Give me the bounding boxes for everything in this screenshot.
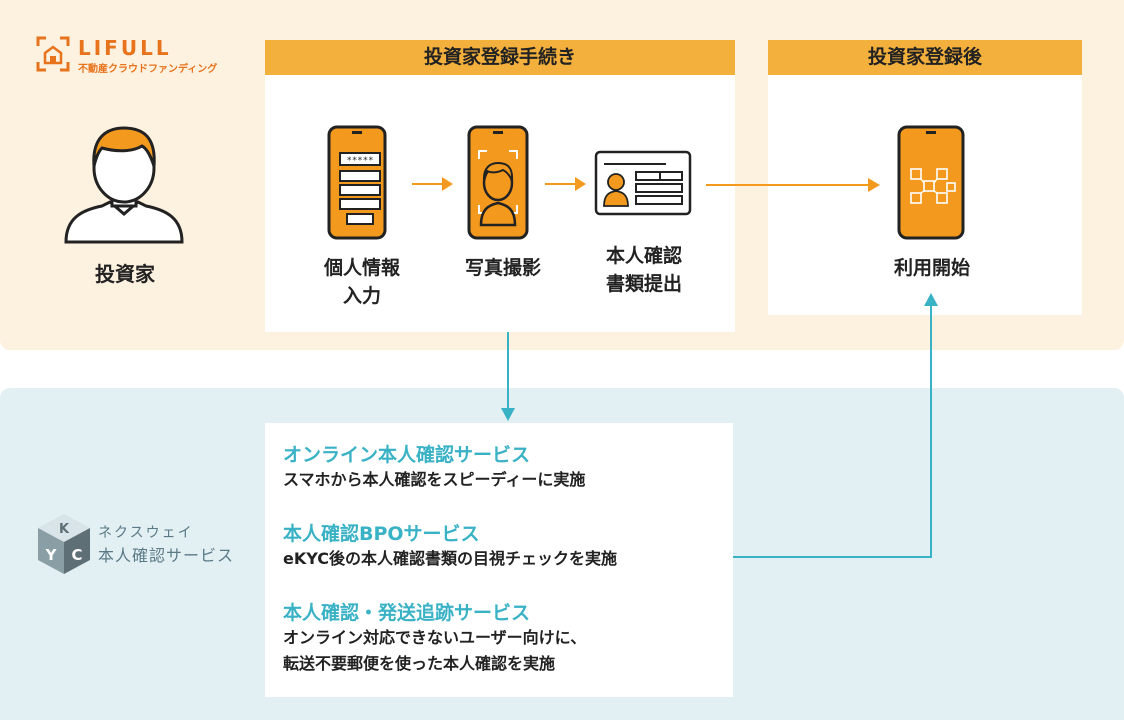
step-personal-info-label: 個人情報 入力 <box>292 254 432 310</box>
after-registration-header: 投資家登録後 <box>768 40 1082 75</box>
arrow-right-icon <box>545 177 586 191</box>
phone-blocks-icon <box>897 125 965 240</box>
investor-person-icon <box>64 126 184 244</box>
cube-letter-k: K <box>59 522 70 537</box>
service-description: 転送不要郵便を使った本人確認を実施 <box>283 654 556 673</box>
nexway-brand-service: 本人確認サービス <box>98 546 235 565</box>
password-field-text: ***** <box>346 156 373 166</box>
lifull-subtitle: 不動産クラウドファンディング <box>78 64 218 75</box>
investor-label: 投資家 <box>95 262 155 286</box>
cube-letter-y: Y <box>45 546 58 564</box>
arrow-down-icon <box>501 332 515 421</box>
service-tracking: 本人確認・発送追跡サービス オンライン対応できないユーザー向けに、 転送不要郵便… <box>283 598 586 677</box>
step-id-submission-label: 本人確認 書類提出 <box>574 242 714 298</box>
service-title: 本人確認BPOサービス <box>283 523 480 545</box>
arrow-up-connector-icon <box>733 293 938 558</box>
cube-letter-c: C <box>71 546 82 564</box>
step-start-using-label: 利用開始 <box>893 257 970 279</box>
step-personal-info-line1: 個人情報 <box>323 257 400 279</box>
service-online-kyc: オンライン本人確認サービス スマホから本人確認をスピーディーに実施 <box>283 440 585 493</box>
step-photo-line1: 写真撮影 <box>464 257 541 279</box>
nexway-brand-name: ネクスウェイ <box>98 525 194 541</box>
service-description: オンライン対応できないユーザー向けに、 <box>283 628 587 647</box>
step-personal-info-line2: 入力 <box>342 285 381 307</box>
arrow-right-long-icon <box>706 178 880 192</box>
step-photo-label: 写真撮影 <box>433 254 573 282</box>
step-id-submission-line2: 書類提出 <box>605 273 682 295</box>
service-description: eKYC後の本人確認書類の目視チェックを実施 <box>283 549 618 568</box>
nexway-logo: K Y C ネクスウェイ 本人確認サービス <box>36 512 266 582</box>
procedure-header: 投資家登録手続き <box>265 40 735 75</box>
lifull-name: LIFULL <box>78 36 172 60</box>
lifull-logo: LIFULL 不動産クラウドファンディング <box>36 36 236 76</box>
phone-selfie-icon <box>467 125 529 240</box>
service-title: オンライン本人確認サービス <box>283 444 531 466</box>
service-description: スマホから本人確認をスピーディーに実施 <box>283 470 586 489</box>
service-bpo: 本人確認BPOサービス eKYC後の本人確認書類の目視チェックを実施 <box>283 519 617 572</box>
lifull-house-icon <box>36 36 70 72</box>
kyc-services-box: オンライン本人確認サービス スマホから本人確認をスピーディーに実施 本人確認BP… <box>265 423 733 697</box>
service-title: 本人確認・発送追跡サービス <box>283 602 531 624</box>
kyc-cube-icon: K Y C <box>38 514 90 574</box>
id-card-icon <box>594 150 692 216</box>
step-id-submission-line1: 本人確認 <box>605 245 682 267</box>
arrow-right-icon <box>412 177 453 191</box>
phone-form-icon: ***** <box>327 125 387 240</box>
